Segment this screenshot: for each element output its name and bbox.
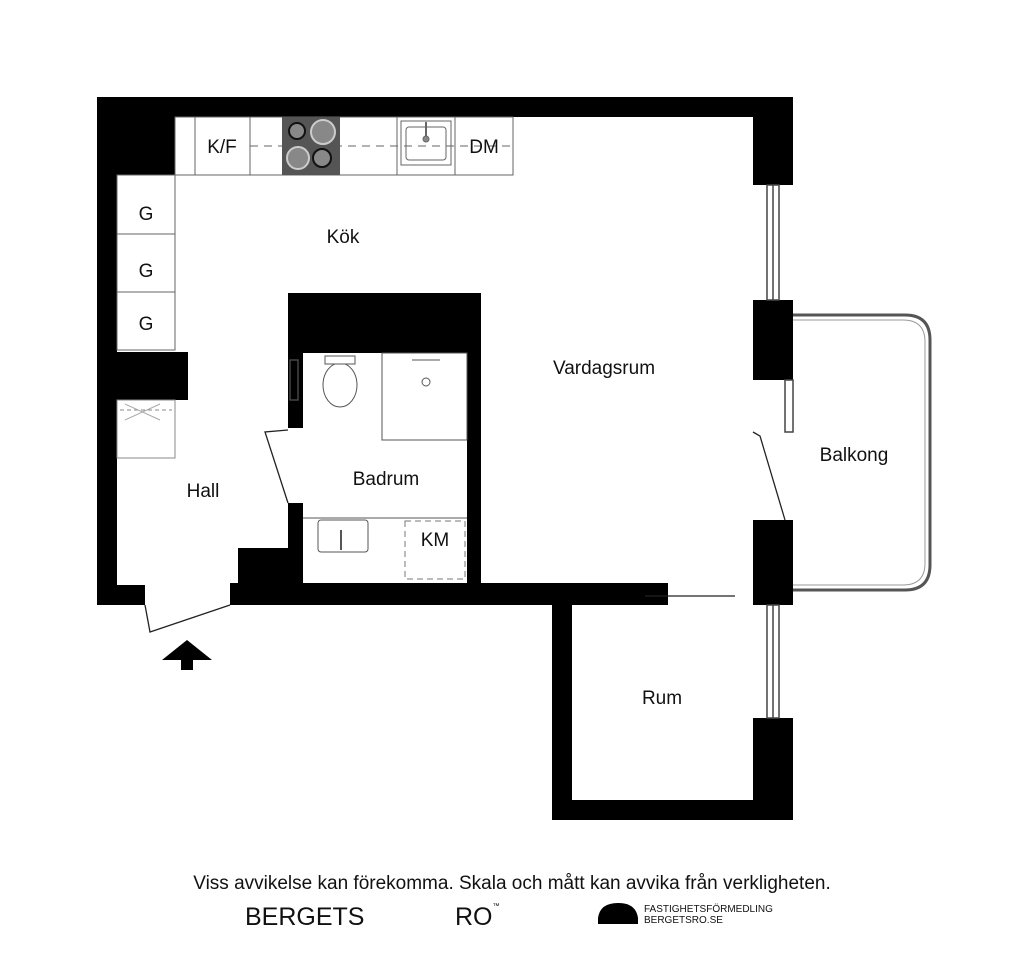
logo-tagline-line1: FASTIGHETSFÖRMEDLING	[644, 904, 773, 915]
washing-machine	[404, 520, 466, 580]
room-label-balkong: Balkong	[820, 445, 889, 466]
logo-website: BERGETSRO.SE	[644, 915, 723, 926]
windows	[289, 184, 794, 719]
room-label-hall: Hall	[187, 481, 220, 502]
fridge-freezer-label: K/F	[207, 137, 237, 158]
logo-mark-icon	[598, 903, 638, 924]
room-label-badrum: Badrum	[353, 469, 420, 490]
wardrobe-label: G	[139, 204, 154, 225]
wardrobe-label: G	[139, 314, 154, 335]
balcony-outline	[793, 313, 932, 592]
logo-word-bergets: BERGETS	[245, 903, 365, 931]
dishwasher-label: DM	[469, 137, 499, 158]
stove-icon	[282, 117, 340, 175]
washing-machine-label: KM	[421, 530, 450, 551]
logo-ro-text: RO	[455, 903, 493, 931]
room-label-vardagsrum: Vardagsrum	[553, 358, 655, 379]
disclaimer-text: Viss avvikelse kan förekomma. Skala och …	[193, 873, 831, 894]
shower	[381, 352, 468, 441]
room-label-rum: Rum	[642, 688, 682, 709]
wardrobe-label: G	[139, 261, 154, 282]
walls	[97, 97, 793, 820]
logo-tagline: FASTIGHETSFÖRMEDLING BERGETSRO.SE	[644, 904, 773, 926]
bathroom-sink-icon	[303, 517, 467, 553]
logo-tm: ™	[492, 903, 500, 910]
kitchen-counter	[174, 116, 514, 176]
doors	[144, 429, 786, 633]
toilet-icon	[322, 362, 358, 408]
hall-closet	[116, 399, 176, 459]
kitchen-sink-icon	[400, 120, 452, 166]
entrance-arrow-icon	[162, 640, 212, 670]
room-label-kok: Kök	[327, 227, 360, 248]
logo-word-ro: RO™	[455, 903, 500, 932]
wardrobes	[116, 174, 176, 351]
